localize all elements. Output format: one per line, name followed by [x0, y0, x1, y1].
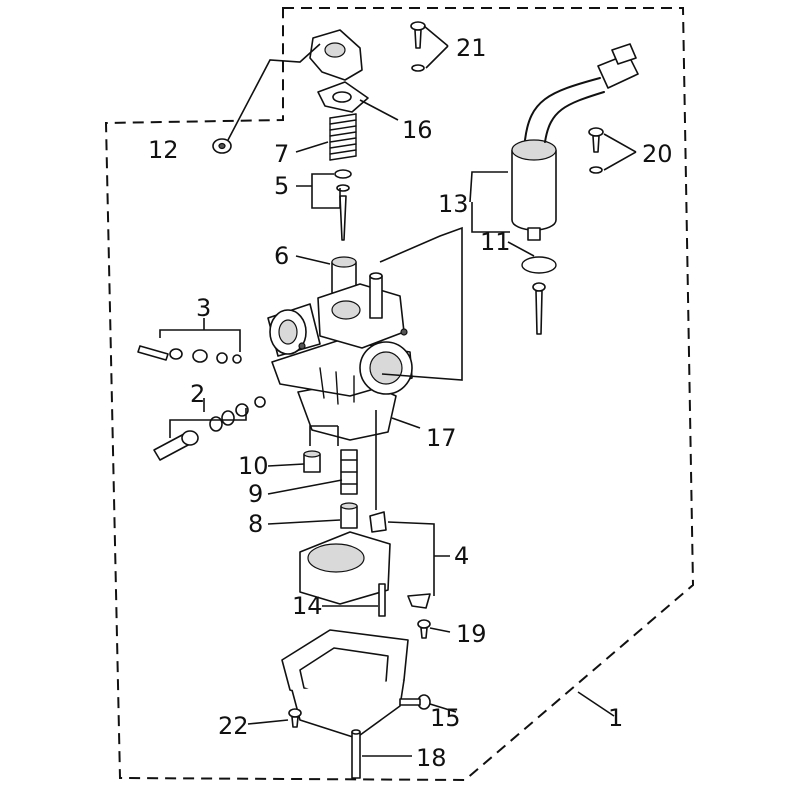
label-10: 10 — [238, 452, 269, 480]
part-11-o-ring — [521, 256, 557, 274]
part-10-jet — [303, 450, 321, 473]
label-11: 11 — [480, 228, 511, 256]
label-22: 22 — [218, 712, 249, 740]
part-20-screw-washer — [588, 127, 604, 174]
part-18-drain-tube — [351, 729, 361, 779]
part-5-needle-and-clip — [334, 169, 352, 241]
part-2-mixture-screw-set — [153, 396, 266, 461]
part-4-float — [299, 531, 431, 609]
label-18: 18 — [416, 744, 447, 772]
label-21: 21 — [456, 34, 487, 62]
assembly-boundary — [104, 7, 695, 782]
part-16-intake-flange — [309, 29, 369, 113]
label-17: 17 — [426, 424, 457, 452]
part-19-screw — [417, 619, 431, 639]
part-21-screw-washer — [410, 21, 426, 72]
float-valve — [369, 511, 387, 533]
part-13-auto-choke — [511, 43, 639, 241]
part-9-emulsion-tube — [340, 449, 358, 495]
label-9: 9 — [248, 480, 263, 508]
label-19: 19 — [456, 620, 487, 648]
label-8: 8 — [248, 510, 263, 538]
part-3-idle-screw-set — [137, 345, 242, 364]
part-7-spring — [329, 113, 357, 161]
part-8-main-jet — [340, 502, 358, 529]
choke-screw — [532, 282, 546, 335]
label-5: 5 — [274, 172, 289, 200]
label-13: 13 — [438, 190, 469, 218]
part-12-nut — [212, 43, 321, 154]
label-7: 7 — [274, 140, 289, 168]
label-1: 1 — [608, 704, 623, 732]
part-labels: 1 2 3 4 5 6 7 8 9 10 11 12 13 14 15 16 1… — [148, 34, 673, 772]
label-4: 4 — [454, 542, 469, 570]
label-2: 2 — [190, 380, 205, 408]
part-14-float-pin — [378, 583, 386, 617]
label-20: 20 — [642, 140, 673, 168]
label-14: 14 — [292, 592, 323, 620]
label-3: 3 — [196, 294, 211, 322]
label-16: 16 — [402, 116, 433, 144]
leader-lines — [159, 25, 637, 757]
part-15-drain-screw — [399, 694, 431, 710]
part-22-screw — [288, 708, 302, 728]
label-6: 6 — [274, 242, 289, 270]
label-15: 15 — [430, 704, 461, 732]
float-bowl — [281, 629, 409, 739]
carburetor-body — [267, 272, 413, 441]
label-12: 12 — [148, 136, 179, 164]
